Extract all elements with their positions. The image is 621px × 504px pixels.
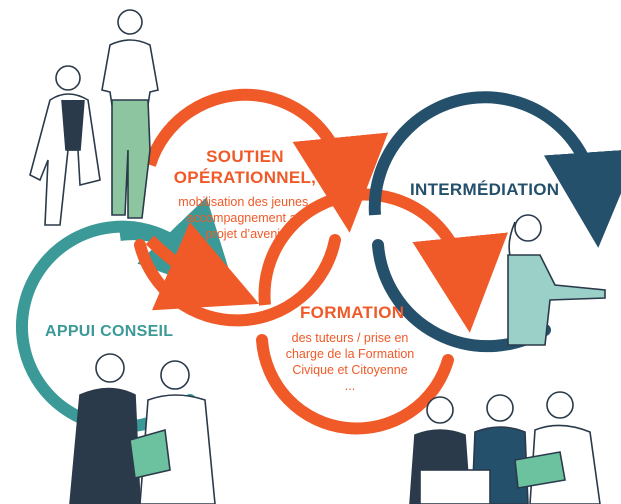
soutien-sub-line3: projet d’avenir <box>205 227 285 241</box>
formation-description: des tuteurs / prise en charge de la Form… <box>270 330 430 394</box>
soutien-sub-line1: mobilisation des jeunes, <box>178 195 312 209</box>
formation-sub-line1: des tuteurs / prise en <box>291 331 409 345</box>
formation-sub-line4: ... <box>344 379 356 393</box>
intermediation-title: INTERMÉDIATION <box>410 180 560 199</box>
soutien-ring <box>144 88 389 233</box>
group-laptop-illustration <box>409 391 601 504</box>
soutien-sub-line2: accompagnement au <box>186 211 304 225</box>
two-men-tablet-illustration <box>69 353 216 504</box>
people-walking-illustration <box>29 9 159 226</box>
soutien-title: SOUTIEN OPÉRATIONNEL, <box>150 146 340 188</box>
soutien-title-line2: OPÉRATIONNEL, <box>173 168 317 187</box>
soutien-title-line1: SOUTIEN <box>206 147 284 166</box>
formation-lower-arc <box>256 334 454 435</box>
formation-title: FORMATION <box>300 303 405 322</box>
soutien-arrow-left <box>145 221 260 311</box>
soutien-description: mobilisation des jeunes, accompagnement … <box>150 194 340 242</box>
formation-sub-line3: Civique et Citoyenne <box>292 363 408 377</box>
formation-sub-line2: charge de la Formation <box>285 347 415 361</box>
appui-conseil-title: APPUI CONSEIL <box>45 323 174 340</box>
formation-ring <box>258 188 508 333</box>
woman-presenting-illustration <box>507 214 606 346</box>
intermediation-ring <box>368 91 621 248</box>
